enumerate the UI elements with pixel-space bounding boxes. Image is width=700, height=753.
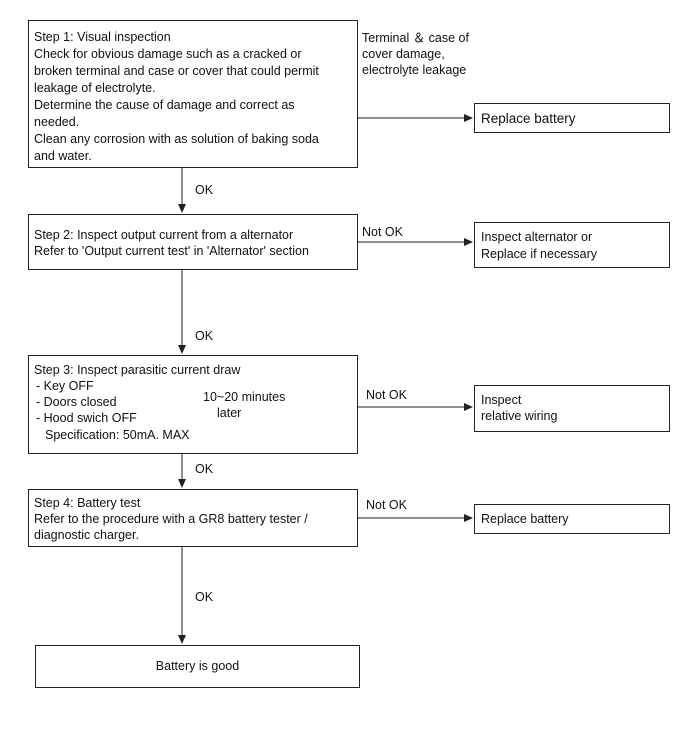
step3-item: - Key OFF bbox=[36, 379, 94, 393]
ok-label-1: OK bbox=[195, 183, 214, 197]
step3-item: - Hood swich OFF bbox=[36, 411, 137, 425]
not-ok-label-3: Not OK bbox=[366, 388, 407, 402]
step1-fail-label: cover damage, bbox=[362, 47, 445, 61]
ok-label-4: OK bbox=[195, 590, 214, 604]
result3-text: Inspect bbox=[481, 393, 522, 407]
step4-line: diagnostic charger. bbox=[34, 528, 139, 542]
step3-timing: 10~20 minutes bbox=[203, 390, 286, 404]
result1-text: Replace battery bbox=[481, 111, 576, 126]
result4-text: Replace battery bbox=[481, 512, 569, 526]
result2-text: Replace if necessary bbox=[481, 247, 598, 261]
step2-title: Step 2: Inspect output current from a al… bbox=[34, 228, 294, 242]
step1-fail-label: electrolyte leakage bbox=[362, 63, 467, 77]
step3-box: Step 3: Inspect parasitic current draw -… bbox=[28, 355, 358, 454]
step4-line: Refer to the procedure with a GR8 batter… bbox=[34, 512, 308, 526]
result1-box: Replace battery bbox=[474, 103, 670, 133]
final-box: Battery is good bbox=[35, 645, 360, 688]
step1-title: Step 1: Visual inspection bbox=[34, 30, 171, 44]
step1-line: Determine the cause of damage and correc… bbox=[34, 98, 295, 112]
step3-spec: Specification: 50mA. MAX bbox=[45, 428, 190, 442]
step2-box: Step 2: Inspect output current from a al… bbox=[28, 214, 358, 270]
step1-line: Check for obvious damage such as a crack… bbox=[34, 47, 302, 61]
result2-box: Inspect alternator or Replace if necessa… bbox=[474, 222, 670, 268]
step4-title: Step 4: Battery test bbox=[34, 496, 141, 510]
step4-box: Step 4: Battery test Refer to the proced… bbox=[28, 489, 358, 547]
step1-line: and water. bbox=[34, 149, 92, 163]
step3-item: - Doors closed bbox=[36, 395, 117, 409]
final-text: Battery is good bbox=[155, 659, 240, 673]
step1-line: needed. bbox=[34, 115, 80, 129]
step2-line: Refer to 'Output current test' in 'Alter… bbox=[34, 244, 309, 258]
not-ok-label-4: Not OK bbox=[366, 498, 407, 512]
step1-box: Step 1: Visual inspection Check for obvi… bbox=[28, 20, 358, 168]
ok-label-3: OK bbox=[195, 462, 214, 476]
step1-line: leakage of electrolyte. bbox=[34, 81, 156, 95]
step1-fail-label: Terminal ＆ case of bbox=[362, 31, 469, 45]
step1-line: Clean any corrosion with as solution of … bbox=[34, 132, 319, 146]
step1-line: broken terminal and case or cover that c… bbox=[34, 64, 319, 78]
step3-timing: later bbox=[217, 406, 242, 420]
ok-label-2: OK bbox=[195, 329, 214, 343]
result2-text: Inspect alternator or bbox=[481, 230, 593, 244]
result4-box: Replace battery bbox=[474, 504, 670, 534]
result3-box: Inspect relative wiring bbox=[474, 385, 670, 432]
not-ok-label-2: Not OK bbox=[362, 225, 403, 239]
result3-text: relative wiring bbox=[481, 409, 558, 423]
step3-title: Step 3: Inspect parasitic current draw bbox=[34, 363, 241, 377]
